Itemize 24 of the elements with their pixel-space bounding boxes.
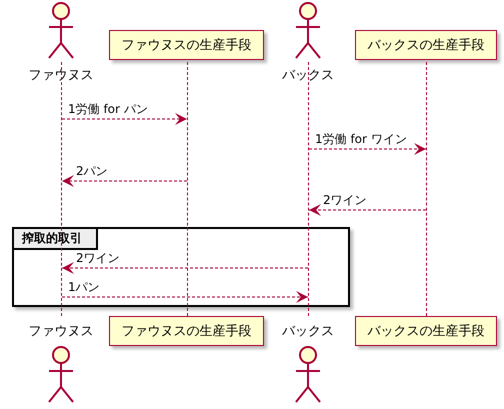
- message-label: 2パン: [75, 164, 109, 178]
- lifeline: [308, 62, 309, 316]
- message-label: 2ワイン: [75, 251, 121, 265]
- message-label: 1労働 for パン: [67, 102, 149, 116]
- actor-name: バックス: [282, 67, 334, 84]
- message-arrow: [62, 175, 188, 187]
- message-arrow: [62, 262, 308, 274]
- message-arrow: [62, 113, 188, 125]
- message-arrow: [62, 291, 308, 303]
- participant-box: バックスの生産手段: [355, 316, 497, 346]
- lifeline: [61, 62, 62, 316]
- actor-name: バックス: [282, 323, 334, 340]
- message-label: 1パン: [67, 280, 101, 294]
- actor-name: ファウヌス: [28, 323, 94, 340]
- message-label: 1労働 for ワイン: [314, 132, 408, 146]
- participant-box: ファウヌスの生産手段: [109, 30, 264, 60]
- message-label: 2ワイン: [322, 193, 368, 207]
- lifeline: [187, 62, 188, 316]
- participant-box: バックスの生産手段: [355, 30, 497, 60]
- frame-title: 搾取的取引: [14, 229, 98, 250]
- message-arrow: [308, 204, 426, 216]
- participant-box: ファウヌスの生産手段: [109, 316, 264, 346]
- message-arrow: [308, 143, 426, 155]
- lifeline: [426, 62, 427, 316]
